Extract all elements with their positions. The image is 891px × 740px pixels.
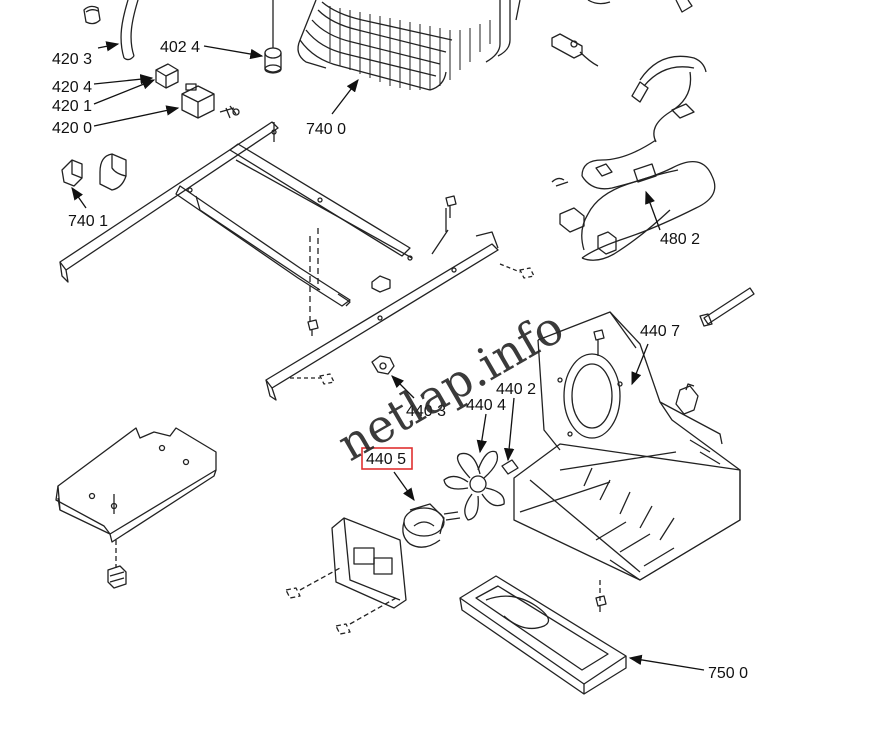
leader-420-3 [97,41,120,52]
label-440-3: 440 3 [406,403,446,420]
screw-frame-3 [499,263,535,279]
cover-plate [55,427,217,589]
clip-frame [371,275,391,293]
label-420-1: 420 1 [52,98,92,115]
relay-420-4 [155,63,179,89]
label-440-4: 440 4 [466,397,506,414]
wire-nut [675,383,699,415]
label-402-4: 402 4 [160,39,200,56]
top-right-bracket [551,0,693,67]
screw-bracket-2 [335,597,397,635]
leader-480-2 [645,190,661,231]
relay-420-1 [181,83,215,119]
screw-frame-4 [290,373,335,385]
leader-750-0 [628,654,705,671]
highlight-box [361,447,413,470]
label-420-3: 420 3 [52,51,92,68]
label-740-1: 740 1 [68,213,108,230]
leader-402-4 [203,45,264,60]
highlight-440-5[interactable]: 440 5 [361,447,413,470]
frame-rails [59,121,413,307]
leader-740-0 [331,78,359,115]
wiring-harness-480-2 [551,55,716,261]
leader-420-4 [93,74,154,85]
grommet-402-4 [264,0,282,74]
screw-housing [593,329,605,356]
label-440-5: 440 5 [366,451,406,468]
screw-frame-2 [307,319,319,336]
leader-440-5 [393,471,415,502]
fan-blade-440-4 [443,450,505,521]
nut-440-3 [371,355,395,375]
label-750-0: 750 0 [708,665,748,682]
fan-motor-440-5 [402,503,461,548]
motor-bracket [331,517,407,609]
fan-bracket-base [513,443,741,612]
leader-420-0 [93,105,180,127]
bracket-440-2 [501,459,519,475]
drain-pan-750-0 [459,575,627,695]
part-cap-420-3 [83,5,101,25]
hose [120,0,139,61]
label-440-2: 440 2 [496,381,536,398]
leader-740-1 [71,186,87,209]
label-740-0: 740 0 [306,121,346,138]
leader-lines [71,41,705,671]
label-480-2: 480 2 [660,231,700,248]
label-440-7: 440 7 [640,323,680,340]
screw-420-0 [219,105,240,119]
label-420-0: 420 0 [52,120,92,137]
screw-frame-1 [445,195,457,218]
clip-740-1 [61,153,127,191]
fan-housing-440-7 [537,311,741,581]
leader-440-3 [391,375,415,399]
label-420-4: 420 4 [52,79,92,96]
part-labels: 420 3 402 4 420 4 420 1 420 0 740 0 740 … [52,39,748,682]
screw-bracket-1 [285,567,341,599]
cable-tie [699,287,755,327]
leader-440-7 [631,343,649,386]
evaporator-coil-740-0 [297,0,521,91]
leader-440-2 [503,397,515,462]
lower-rail [265,208,499,401]
leader-420-1 [93,79,156,105]
leader-440-4 [476,413,487,454]
